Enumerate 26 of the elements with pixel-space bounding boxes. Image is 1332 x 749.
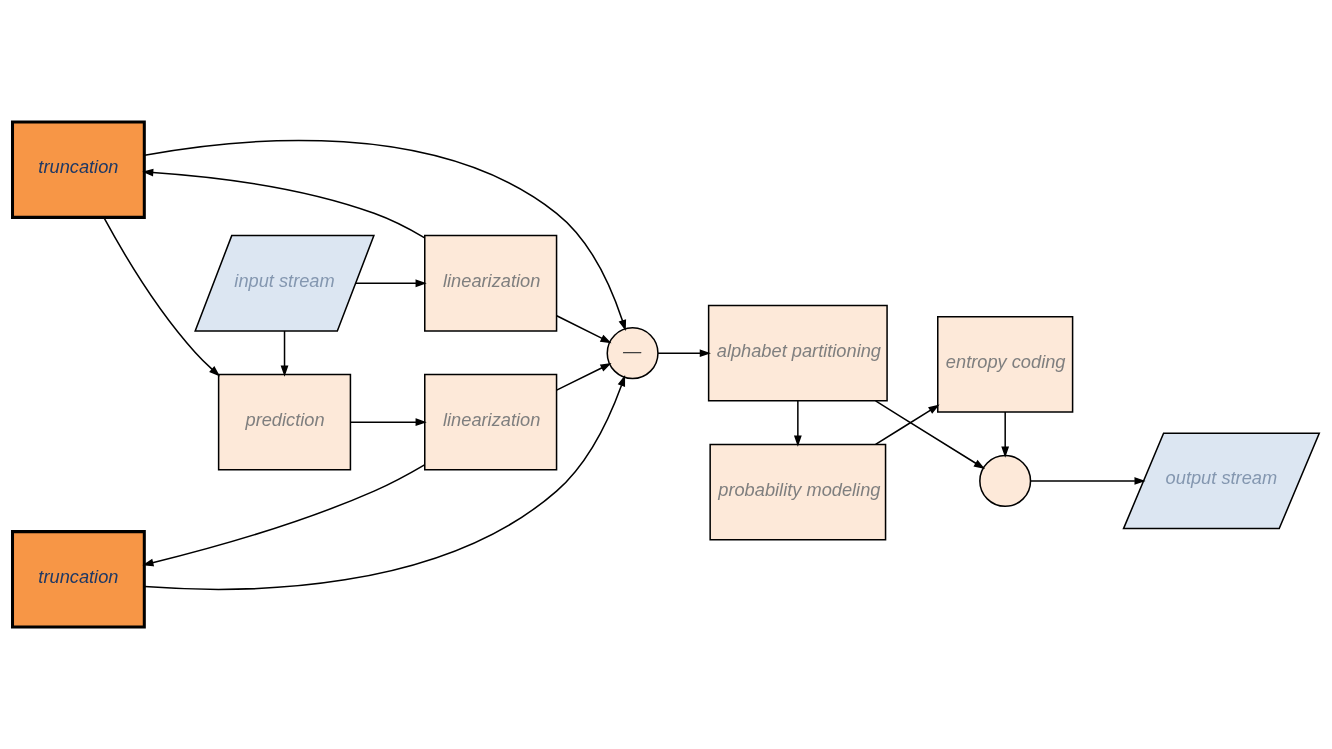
arrow: [142, 168, 426, 239]
arrow: [280, 330, 289, 377]
arrow: [874, 400, 985, 470]
arrow: [555, 315, 612, 344]
node-box: probability modeling: [709, 443, 887, 541]
arrow: [355, 279, 427, 288]
arrow: [143, 139, 627, 331]
arrow: [1030, 477, 1146, 485]
arrow: [555, 363, 612, 391]
node-box: entropy coding: [937, 315, 1074, 413]
arrow: [874, 404, 940, 446]
node-box: linearization: [424, 234, 558, 332]
node-box: linearization: [424, 373, 558, 471]
arrow: [349, 418, 427, 427]
node-box: truncation: [11, 120, 146, 219]
node-box: truncation: [11, 530, 146, 629]
arrow: [793, 400, 802, 447]
arrow: [657, 349, 711, 358]
arrow: [103, 216, 221, 377]
arrow: [142, 464, 426, 567]
node-circle: [979, 454, 1032, 508]
arrow: [1001, 411, 1010, 458]
node-box: prediction: [217, 373, 352, 471]
node-circle: —: [606, 327, 659, 380]
arrow: [143, 375, 626, 590]
node-box: alphabet partitioning: [707, 304, 888, 402]
